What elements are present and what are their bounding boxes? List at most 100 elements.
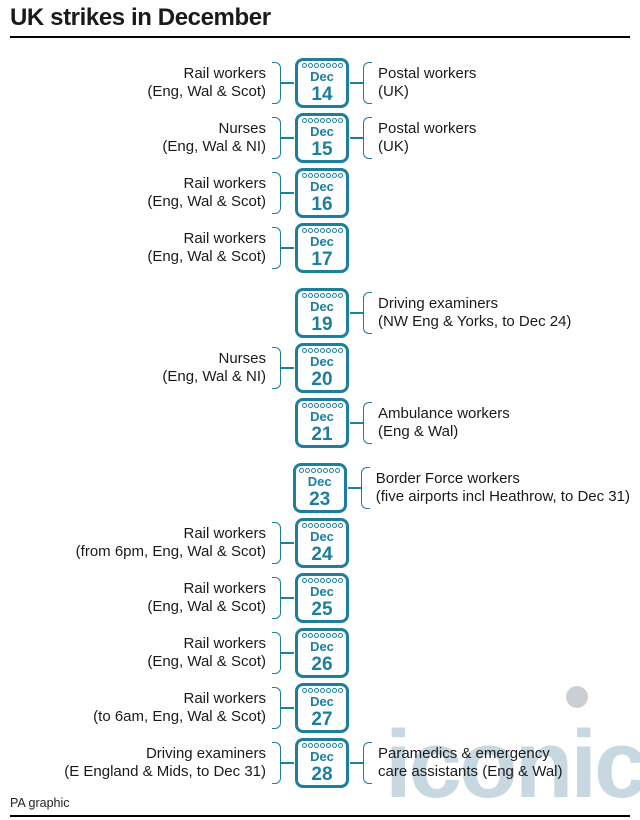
left-strike-label: Rail workers (Eng, Wal & Scot) — [10, 62, 294, 104]
calendar-day-number: 17 — [311, 249, 333, 270]
calendar-month-label: Dec — [310, 749, 334, 764]
left-label-line2: (E England & Mids, to Dec 31) — [64, 763, 266, 780]
right-label-line2: (UK) — [378, 83, 409, 100]
left-bracket — [272, 687, 281, 729]
strike-row: Rail workers (to 6am, Eng, Wal & Scot) D… — [10, 683, 630, 733]
right-label-line2: (NW Eng & Yorks, to Dec 24) — [378, 313, 572, 330]
calendar-day-number: 14 — [311, 84, 333, 105]
bottom-divider — [10, 815, 630, 817]
strike-row: Nurses (Eng, Wal & NI) Dec 15 Postal wor… — [10, 113, 630, 163]
left-bracket — [272, 577, 281, 619]
left-bracket — [272, 522, 281, 564]
left-label-text: Rail workers (Eng, Wal & Scot) — [147, 175, 266, 211]
calendar-day-number: 19 — [311, 314, 333, 335]
right-label-text: Postal workers (UK) — [378, 120, 476, 156]
calendar-binding-rings-icon — [301, 743, 343, 748]
left-bracket — [272, 172, 281, 214]
calendar-icon: Dec 21 — [295, 398, 349, 448]
left-connector-line — [281, 192, 294, 194]
calendar-month-label: Dec — [310, 694, 334, 709]
page-title: UK strikes in December — [10, 4, 271, 31]
strike-row: Dec 23 Border Force workers (five airpor… — [10, 463, 630, 513]
right-connector-line — [350, 82, 363, 84]
left-label-text: Nurses (Eng, Wal & NI) — [162, 120, 266, 156]
calendar-icon: Dec 17 — [295, 223, 349, 273]
right-label-line1: Paramedics & emergency — [378, 745, 550, 762]
calendar-day-number: 21 — [311, 424, 333, 445]
left-bracket — [272, 117, 281, 159]
calendar-month-label: Dec — [310, 124, 334, 139]
left-label-text: Rail workers (Eng, Wal & Scot) — [147, 230, 266, 266]
right-bracket — [360, 467, 370, 509]
left-label-line2: (Eng, Wal & NI) — [162, 368, 266, 385]
strike-row: Dec 21 Ambulance workers (Eng & Wal) — [10, 398, 630, 448]
calendar-binding-rings-icon — [301, 63, 343, 68]
calendar-month-label: Dec — [310, 639, 334, 654]
left-connector-line — [281, 542, 294, 544]
calendar-day-number: 28 — [311, 764, 333, 785]
left-strike-label: Driving examiners (E England & Mids, to … — [10, 742, 294, 784]
left-label-line2: (Eng, Wal & Scot) — [147, 83, 266, 100]
left-bracket — [272, 347, 281, 389]
calendar-month-label: Dec — [310, 409, 334, 424]
calendar-month-label: Dec — [310, 179, 334, 194]
left-strike-label: Rail workers (Eng, Wal & Scot) — [10, 227, 294, 269]
left-strike-label: Rail workers (to 6am, Eng, Wal & Scot) — [10, 687, 294, 729]
left-strike-label: Rail workers (Eng, Wal & Scot) — [10, 632, 294, 674]
left-label-line1: Rail workers — [183, 525, 266, 542]
calendar-month-label: Dec — [307, 474, 332, 489]
left-label-line1: Rail workers — [183, 230, 266, 247]
left-label-line1: Driving examiners — [145, 745, 266, 762]
left-connector-line — [281, 597, 294, 599]
left-label-text: Rail workers (Eng, Wal & Scot) — [147, 580, 266, 616]
strike-row: Nurses (Eng, Wal & NI) Dec 20 — [10, 343, 630, 393]
left-connector-line — [281, 247, 294, 249]
calendar-binding-rings-icon — [301, 523, 343, 528]
left-label-line1: Nurses — [218, 350, 266, 367]
left-label-line2: (Eng, Wal & Scot) — [147, 653, 266, 670]
right-label-text: Paramedics & emergency care assistants (… — [378, 745, 563, 781]
left-label-line2: (Eng, Wal & Scot) — [147, 193, 266, 210]
right-label-line2: (UK) — [378, 138, 409, 155]
calendar-icon: Dec 15 — [295, 113, 349, 163]
calendar-day-number: 23 — [309, 489, 331, 510]
left-label-line1: Nurses — [218, 120, 266, 137]
left-connector-line — [281, 82, 294, 84]
calendar-month-label: Dec — [310, 234, 334, 249]
left-connector-line — [281, 762, 294, 764]
left-label-text: Rail workers (from 6pm, Eng, Wal & Scot) — [76, 525, 266, 561]
left-bracket — [272, 227, 281, 269]
left-strike-label: Nurses (Eng, Wal & NI) — [10, 117, 294, 159]
right-strike-label: Ambulance workers (Eng & Wal) — [350, 402, 630, 444]
left-connector-line — [281, 707, 294, 709]
calendar-month-label: Dec — [310, 354, 334, 369]
calendar-binding-rings-icon — [301, 228, 343, 233]
right-bracket — [363, 292, 372, 334]
calendar-icon: Dec 28 — [295, 738, 349, 788]
left-bracket — [272, 62, 281, 104]
watermark-text: iconic — [385, 711, 640, 818]
footer-credit: PA graphic — [10, 796, 70, 810]
right-strike-label: Driving examiners (NW Eng & Yorks, to De… — [350, 292, 630, 334]
calendar-icon: Dec 23 — [292, 463, 347, 513]
left-label-line2: (Eng, Wal & Scot) — [147, 248, 266, 265]
calendar-icon: Dec 27 — [295, 683, 349, 733]
timeline: Rail workers (Eng, Wal & Scot) Dec 14 Po… — [10, 58, 630, 788]
strike-row: Dec 19 Driving examiners (NW Eng & Yorks… — [10, 288, 630, 338]
strike-row: Rail workers (Eng, Wal & Scot) Dec 16 — [10, 168, 630, 218]
calendar-binding-rings-icon — [301, 348, 343, 353]
left-label-text: Rail workers (to 6am, Eng, Wal & Scot) — [93, 690, 266, 726]
left-connector-line — [281, 137, 294, 139]
right-label-text: Ambulance workers (Eng & Wal) — [378, 405, 510, 441]
left-bracket — [272, 742, 281, 784]
calendar-binding-rings-icon — [301, 293, 343, 298]
left-connector-line — [281, 652, 294, 654]
calendar-icon: Dec 25 — [295, 573, 349, 623]
strike-row: Rail workers (Eng, Wal & Scot) Dec 26 — [10, 628, 630, 678]
right-label-line1: Ambulance workers — [378, 405, 510, 422]
title-divider — [10, 36, 630, 38]
right-label-line2: care assistants (Eng & Wal) — [378, 763, 563, 780]
left-label-text: Driving examiners (E England & Mids, to … — [64, 745, 266, 781]
right-bracket — [363, 117, 372, 159]
left-label-line1: Rail workers — [183, 175, 266, 192]
